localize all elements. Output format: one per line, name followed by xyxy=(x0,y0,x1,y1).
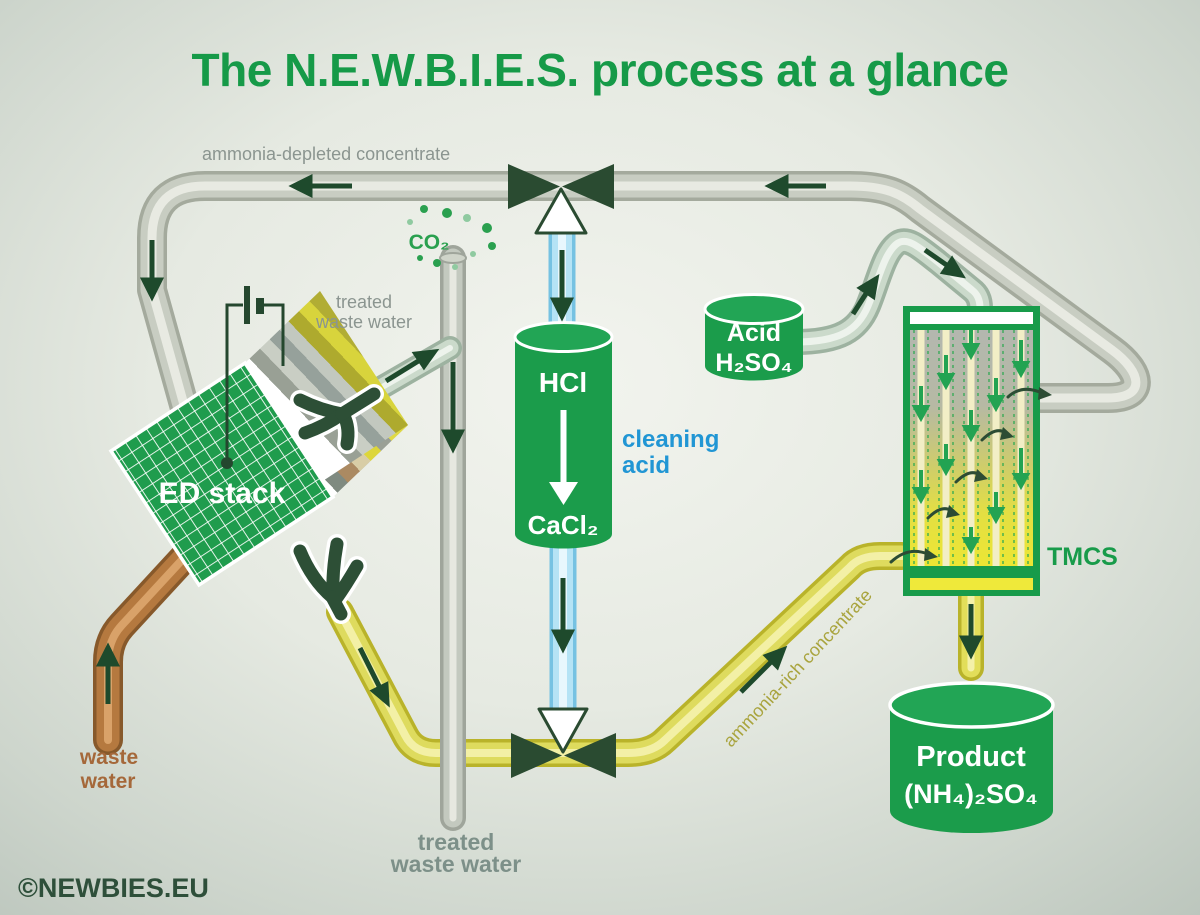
bottom-valve-funnel xyxy=(537,707,589,754)
bottom-valve xyxy=(511,707,616,778)
ed-stack-label: ED stack xyxy=(159,477,286,510)
conversion-arrow-head xyxy=(549,482,578,505)
electrode-contact xyxy=(221,457,233,469)
svg-text:waste water: waste water xyxy=(390,851,521,877)
acid-feed-pipe xyxy=(782,228,993,355)
ed-stack: ED stack xyxy=(108,286,408,588)
stack-bottom-manifold xyxy=(290,534,367,624)
acid-tank-label-1: Acid xyxy=(727,319,781,347)
svg-text:water: water xyxy=(80,770,136,793)
svg-text:treated: treated xyxy=(418,829,495,855)
cleaning-acid-label: cleaning acid xyxy=(622,426,719,479)
product-label-1: Product xyxy=(916,741,1026,773)
tmcs-unit xyxy=(889,306,1052,596)
battery-short-plate xyxy=(256,298,264,314)
stack-outlet-pipe xyxy=(360,336,462,405)
treated-waste-water-top-label: treated waste water xyxy=(315,292,412,332)
tmcs-top-band xyxy=(910,312,1033,324)
top-valve xyxy=(508,164,614,235)
top-valve-funnel xyxy=(534,187,588,235)
ammonia-depleted-pipe xyxy=(137,171,1151,427)
tmcs-flow-arrows xyxy=(911,330,1031,555)
acid-tank-label-2: H₂SO₄ xyxy=(715,349,792,377)
acid-tank: Acid H₂SO₄ xyxy=(703,293,805,381)
ammonia-depleted-label: ammonia-depleted concentrate xyxy=(202,144,450,164)
svg-text:waste water: waste water xyxy=(315,312,412,332)
co2-bubbles xyxy=(407,205,496,270)
pipe-flow-arrows xyxy=(95,173,984,708)
svg-text:treated: treated xyxy=(336,292,392,312)
ammonia-rich-pipe xyxy=(326,542,916,767)
tmcs-bottom-band xyxy=(910,578,1033,590)
tmcs-label: TMCS xyxy=(1047,543,1118,571)
battery-long-plate xyxy=(244,286,250,324)
copyright-label: ©NEWBIES.EU xyxy=(18,873,209,903)
power-supply xyxy=(221,286,285,469)
svg-text:waste: waste xyxy=(79,746,138,769)
hcl-label: HCl xyxy=(539,367,587,398)
svg-text:cleaning: cleaning xyxy=(622,426,719,453)
product-label-2: (NH₄)₂SO₄ xyxy=(904,779,1038,809)
svg-text:acid: acid xyxy=(622,452,670,479)
ed-stack-top-face xyxy=(245,291,408,497)
hcl-cacl2-column: HCl CaCl₂ xyxy=(513,321,614,549)
stack-top-manifold xyxy=(290,384,384,454)
treated-waste-water-bottom-label: treated waste water xyxy=(390,829,521,877)
tmcs-transfer-arrows xyxy=(889,387,1052,564)
waste-water-label: waste water xyxy=(79,746,138,793)
product-tank: Product (NH₄)₂SO₄ xyxy=(888,681,1055,833)
cacl2-label: CaCl₂ xyxy=(528,510,599,540)
co2-label: CO₂ xyxy=(409,231,450,254)
page-title: The N.E.W.B.I.E.S. process at a glance xyxy=(192,44,1009,96)
